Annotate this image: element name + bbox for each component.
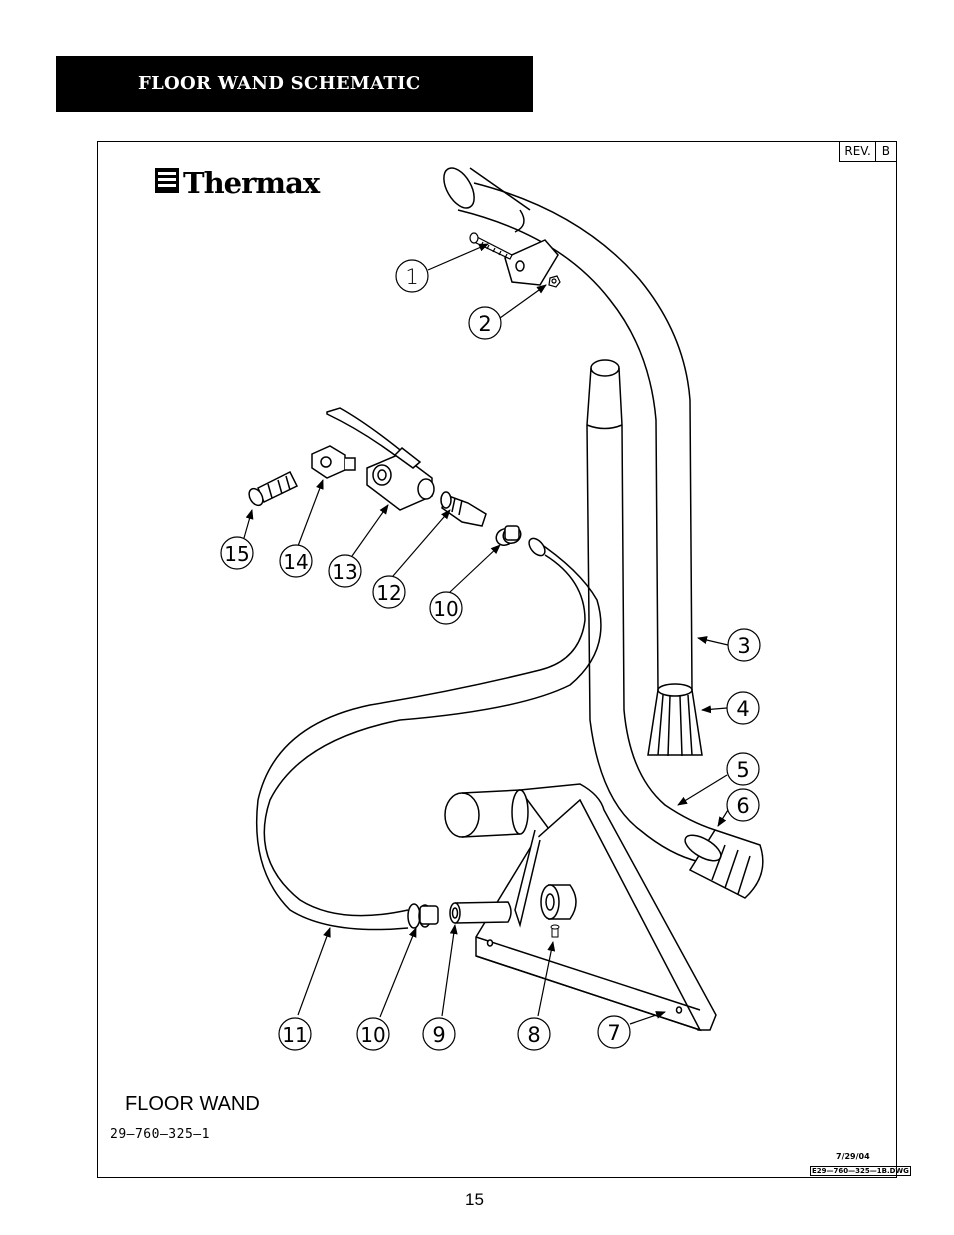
callout-label: 13 xyxy=(332,560,357,584)
handle-bracket xyxy=(504,239,559,286)
revision-label: REV. xyxy=(840,142,876,161)
bolt xyxy=(469,232,513,260)
fitting-12 xyxy=(440,491,487,527)
floor-tool-head xyxy=(444,783,717,1032)
callout-label: 4 xyxy=(736,697,749,721)
dwg-number: E29—760—325—1B.DWG xyxy=(810,1166,911,1176)
hose-clamp-lower xyxy=(407,903,439,929)
callout-12: 12 xyxy=(372,575,406,609)
logo-text: Thermax xyxy=(183,166,321,200)
callout-label: 5 xyxy=(736,758,749,782)
callout-11: 11 xyxy=(278,1017,312,1051)
callout-15: 15 xyxy=(220,536,254,570)
nut xyxy=(548,275,561,288)
callout-9: 9 xyxy=(422,1017,456,1051)
callout-label: 3 xyxy=(737,634,750,658)
callout-14: 14 xyxy=(279,544,313,578)
callout-10-upper: 10 xyxy=(429,591,463,625)
drawing-frame: REV. B xyxy=(97,141,897,1178)
callout-3: 3 xyxy=(727,628,761,662)
callout-8: 8 xyxy=(517,1017,551,1051)
hose xyxy=(255,537,602,931)
callout-label: 10 xyxy=(433,597,458,621)
callout-label: 8 xyxy=(527,1023,540,1047)
callout-4: 4 xyxy=(726,691,760,725)
wand-upper-tube xyxy=(443,167,693,691)
callout-label: 9 xyxy=(432,1023,445,1047)
callout-6: 6 xyxy=(726,788,760,822)
hand-grip xyxy=(684,829,764,899)
revision-value: B xyxy=(881,144,890,158)
page-number: 15 xyxy=(465,1190,484,1209)
spacer-ring xyxy=(540,884,577,920)
valve-body xyxy=(366,447,435,511)
screw xyxy=(550,924,560,938)
revision-box: REV. B xyxy=(839,142,896,162)
callout-label: 7 xyxy=(607,1021,620,1045)
hose-barb-lower xyxy=(449,901,512,924)
callout-label: 14 xyxy=(283,550,308,574)
fitting-15 xyxy=(248,470,299,507)
drawing-title: FLOOR WAND xyxy=(125,1093,260,1115)
callout-label: 11 xyxy=(282,1023,307,1047)
callout-label: 10 xyxy=(360,1023,385,1047)
callout-label: 2 xyxy=(478,312,491,336)
callout-7: 7 xyxy=(597,1015,631,1049)
part-number: 29—760—325—1 xyxy=(110,1127,210,1142)
leader-lines xyxy=(243,243,729,1025)
callout-5: 5 xyxy=(726,752,760,786)
callout-label: 12 xyxy=(376,581,401,605)
header-bar: FLOOR WAND SCHEMATIC xyxy=(56,56,533,112)
callout-label: 1 xyxy=(405,265,418,289)
rubber-foot-upper xyxy=(647,683,703,757)
callout-label: 6 xyxy=(736,794,749,818)
page-title: FLOOR WAND SCHEMATIC xyxy=(138,73,421,94)
callout-2: 2 xyxy=(468,306,502,340)
logo-emblem-icon xyxy=(155,168,179,193)
callout-13: 13 xyxy=(328,554,362,588)
callout-10-lower: 10 xyxy=(356,1017,390,1051)
drawing-date: 7/29/04 xyxy=(836,1152,870,1161)
thermax-logo: Thermax xyxy=(155,166,322,200)
callout-label: 15 xyxy=(224,542,249,566)
wand-lower-tube xyxy=(586,359,716,863)
callout-1: 1 xyxy=(395,259,429,293)
hose-clamp-upper xyxy=(495,525,522,547)
tee-block xyxy=(311,445,356,479)
